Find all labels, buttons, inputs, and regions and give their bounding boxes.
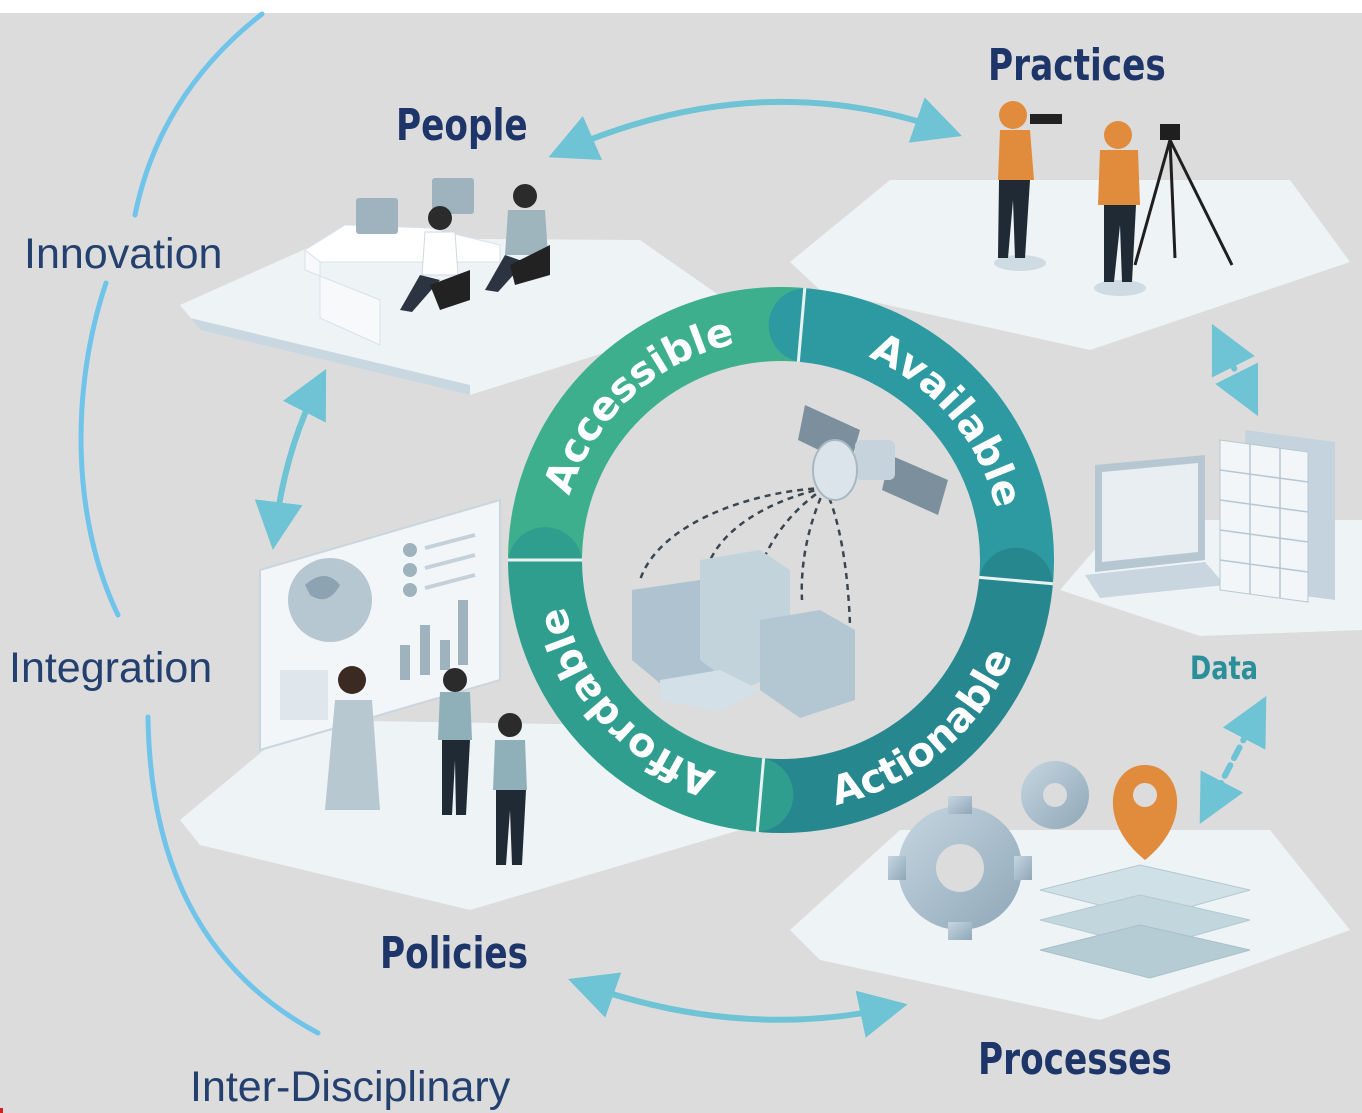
- policies-heading: Policies: [380, 928, 529, 979]
- city-satellite-illustration: [632, 405, 948, 718]
- inter-disciplinary-label: Inter-Disciplinary: [190, 1063, 511, 1111]
- ring-segment-accessible: [508, 287, 835, 593]
- ring-segment-actionable: [727, 547, 1053, 833]
- ring-separator: [755, 758, 766, 833]
- ring-separator: [979, 575, 1054, 586]
- policies-illustration: [259, 498, 527, 865]
- ring-segment-available: [768, 288, 1054, 614]
- people-heading: People: [396, 100, 528, 151]
- satellite: [798, 405, 948, 515]
- integration-label: Integration: [9, 644, 213, 692]
- connector-arrows: [254, 97, 1267, 1038]
- ring-separator: [796, 287, 807, 362]
- arrow-practices-data: [1211, 323, 1259, 417]
- practices-illustration: [994, 101, 1234, 296]
- arrow-people-policies: [254, 368, 327, 550]
- arrow-data-processes: [1199, 696, 1267, 824]
- ring-segment-affordable: [508, 527, 794, 832]
- practices-heading: Practices: [988, 40, 1166, 91]
- processes-heading: Processes: [978, 1034, 1172, 1085]
- processes-illustration: [888, 761, 1251, 979]
- innovation-label: Innovation: [24, 230, 223, 278]
- arrow-policies-processes: [568, 972, 908, 1038]
- arrow-people-practices: [548, 97, 962, 161]
- left-arc: [78, 11, 321, 1036]
- data-label: Data: [1190, 649, 1259, 687]
- data-illustration: [1085, 430, 1335, 603]
- people-illustration: [304, 178, 550, 346]
